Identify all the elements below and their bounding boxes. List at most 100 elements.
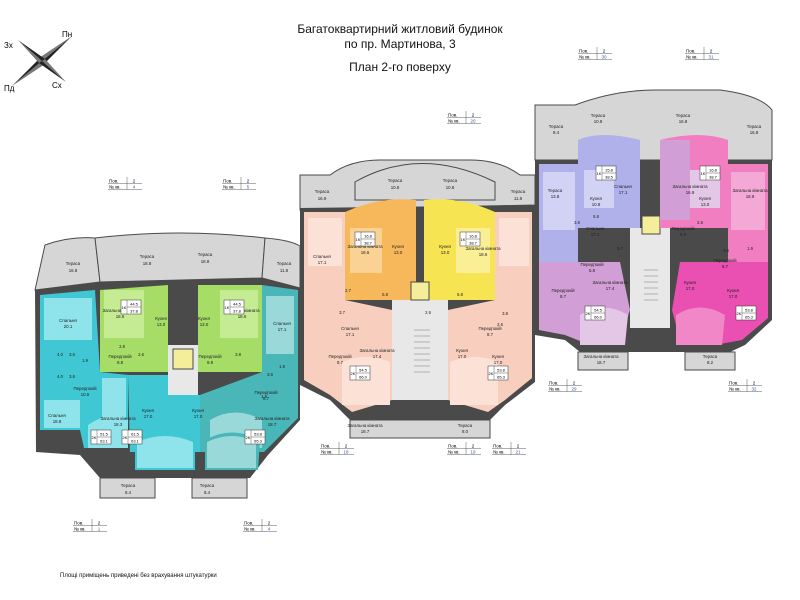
small-area-label: 2.6 [497,322,503,327]
room-label: Тераса [703,354,718,359]
tag-apt-label: № кв. [321,450,333,455]
tag-floor-label: Пов. [244,521,253,526]
tag-apt-label: № кв. [109,185,121,190]
room-label: Загальна кімната [359,348,395,353]
room-label: Загальна кімната [592,280,628,285]
room-label: 16.9 [686,190,695,195]
small-area-label: 5.8 [457,292,463,297]
apartment-tag: Пов.№ кв.231 [685,47,719,60]
area-box-rooms: 2K [92,435,97,440]
area-boxes: 1K44.537.82K51.563.12K61.563.11K44.537.8… [90,165,757,445]
tag-floor-label: Пов. [109,179,118,184]
room-label: Передпокій [478,326,502,331]
tag-floor-value: 2 [98,521,101,526]
tag-apt-label: № кв. [244,527,256,532]
room-label: 18.9 [746,194,755,199]
room-label: 17.1 [278,327,287,332]
small-area-label: 3.7 [339,310,345,315]
small-area-label: 3.6 [69,352,75,357]
compass-north-label: Пн [62,30,72,39]
area-box-living: 44.5 [233,302,242,307]
room-label: Загальна кімната [254,416,290,421]
small-area-label: 1.9 [82,358,88,363]
room-label: 17.0 [144,414,153,419]
tag-floor-value: 2 [753,381,756,386]
small-area-label: 3.6 [267,372,273,377]
area-box-rooms: 1K [701,171,706,176]
stair-core-right [630,228,670,328]
room-label: Тераса [458,423,473,428]
plan-title-line-2: по пр. Мартинова, 3 [344,37,456,51]
compass-star [12,36,72,86]
area-box-total: 38.7 [469,241,478,246]
small-area-label: 3.6 [574,220,580,225]
tag-floor-label: Пов. [74,521,83,526]
room-label: 5.0 [680,232,687,237]
area-box-rooms: 2K [246,435,251,440]
room-label: 13.0 [200,322,209,327]
room-label: Кухня [590,196,602,201]
room-label: 8.4 [204,490,211,495]
compass-south-label: Пд [4,84,15,93]
small-area-label: 2.6 [425,310,431,315]
room-label: Тераса [277,261,292,266]
room-label: 8.7 [337,360,344,365]
area-box-rooms: 2K [586,311,591,316]
room-label: Тераса [315,189,330,194]
room-label: 8.4 [125,490,132,495]
room-label: Передпокій [198,354,222,359]
room-label: Передпокій [73,386,97,391]
elevator-middle [410,281,430,301]
room-label: 16.9 [318,196,327,201]
tag-floor-label: Пов. [448,113,457,118]
area-box-living: 15.8 [605,168,614,173]
room-label: Кухня [456,348,468,353]
room-label: Передпокій [580,262,604,267]
small-area-label: 5.8 [382,292,388,297]
terrace-right-top [534,89,773,161]
small-area-label: 5.8 [593,214,599,219]
small-area-label: 2.7 [345,288,351,293]
apartment-tag: Пов.№ кв.24 [243,519,277,532]
room-label: 17.0 [458,354,467,359]
stair-flight-right [644,269,658,301]
room-label: Спальня [313,254,331,259]
tag-floor-value: 2 [573,381,576,386]
tag-floor-label: Пов. [686,49,695,54]
room-label: Спальня [586,226,604,231]
area-box-total: 66.0 [594,315,603,320]
room-label: Тераса [0,0,8,1]
tag-floor-label: Пов. [321,444,330,449]
room-label: 10.8 [594,119,603,124]
room-label: Тераса [548,188,563,193]
room-label: 18.6 [116,314,125,319]
tag-apt-value: 29 [571,387,577,392]
room-label: 13.0 [701,202,710,207]
room-label: Кухня [142,408,154,413]
area-box-total: 65.3 [254,439,263,444]
tag-floor-label: Пов. [223,179,232,184]
room-label: Кухня [155,316,167,321]
tag-apt-label: № кв. [448,450,460,455]
room-label: 8.2 [707,360,714,365]
area-box-living: 51.5 [100,432,109,437]
room-label: Загальна кімната [465,246,501,251]
apartment-lilac-right [660,140,690,220]
tag-floor-label: Пов. [579,49,588,54]
room-label: 16.8 [69,268,78,273]
area-box-living: 16.8 [709,168,718,173]
room-label: 8.7 [487,332,494,337]
tag-apt-value: 20 [470,119,476,124]
room-label: 8.7 [722,264,729,269]
plan-title-line-1: Багатоквартирний житловий будинок [297,22,503,36]
room-label: 18.8 [201,259,210,264]
room-label: 17.1 [346,332,355,337]
area-box-living: 61.5 [131,432,140,437]
area-box-rooms: 1K [122,305,127,310]
room-label: Передпокій [254,390,278,395]
tag-floor-value: 2 [247,179,250,184]
